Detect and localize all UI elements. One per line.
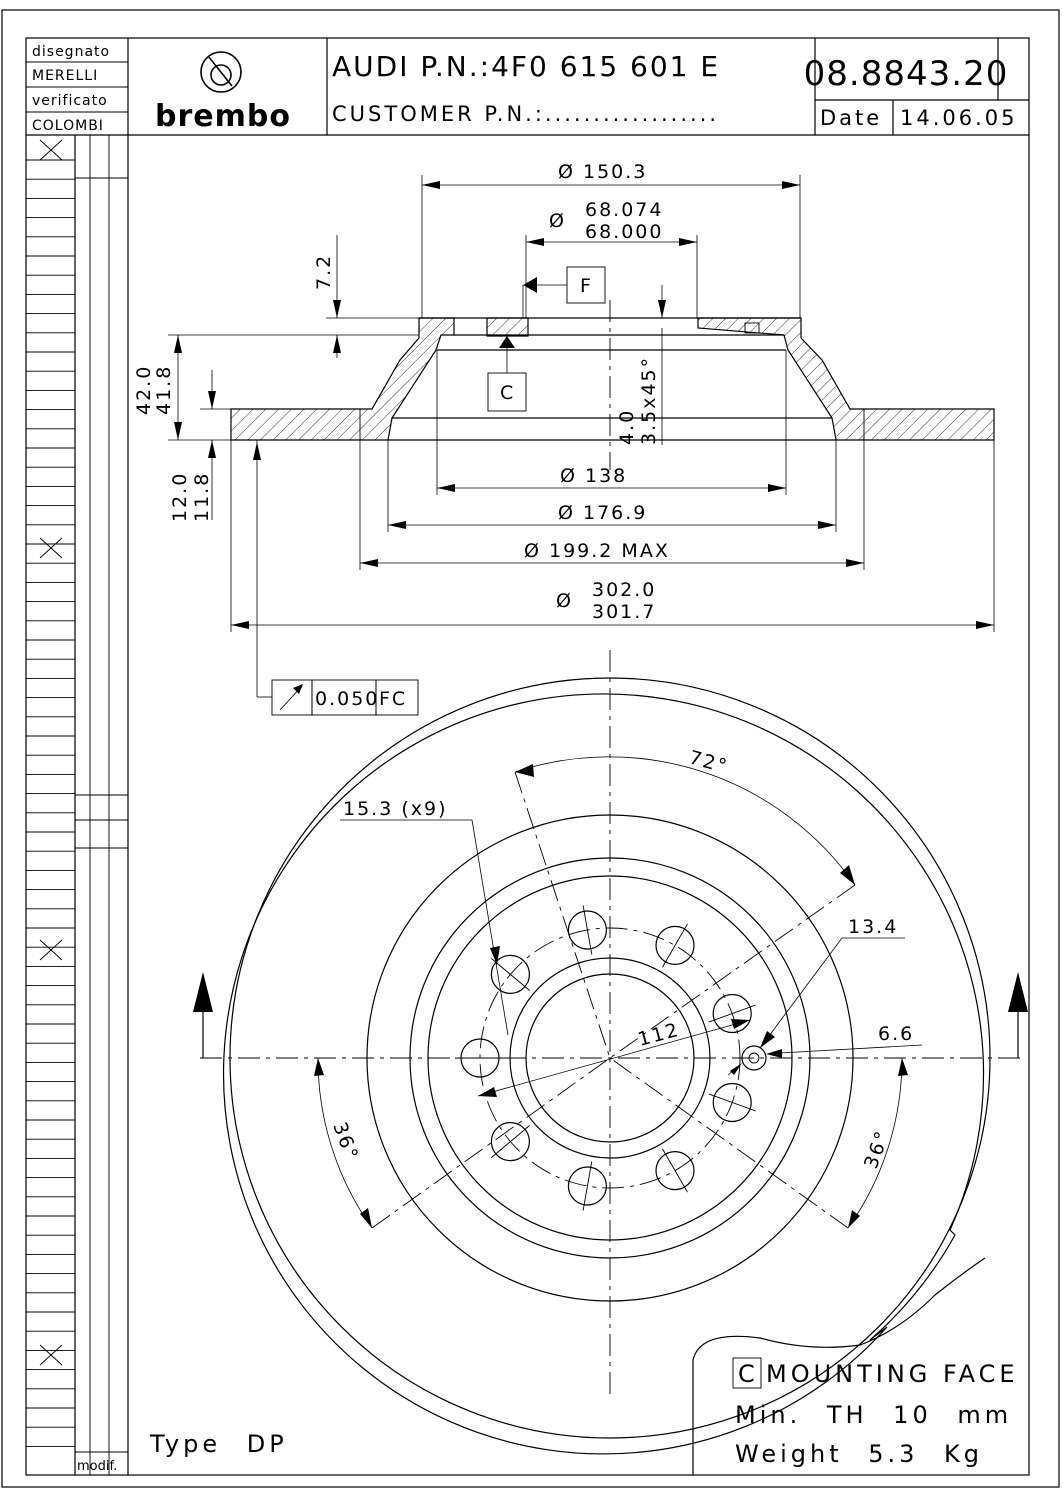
bolt-hole	[655, 925, 695, 966]
dim-thick-11-8: 11.8	[191, 472, 213, 522]
dim-chamfer-4-0: 4.0	[616, 409, 638, 445]
dim-thick-12-0: 12.0	[169, 472, 191, 522]
bolt-hole-centerline	[662, 1148, 688, 1193]
dim-dia-176-9: Ø 176.9	[558, 502, 647, 524]
notes-datum-c: C	[738, 1360, 759, 1388]
bolt-holes	[455, 905, 756, 1211]
bolt-hole-centerline	[708, 1093, 756, 1112]
dim-outer-max: 302.0	[592, 579, 656, 601]
bolt-hole-centerline	[582, 1161, 593, 1211]
angle-36-left: 36°	[328, 1119, 362, 1164]
bolt-hole	[712, 1082, 752, 1123]
title-block: disegnato MERELLI verificato COLOMBI bre…	[26, 38, 1029, 136]
hole-note-15-3: 15.3 (x9)	[343, 798, 448, 820]
bolt-hole-centerline	[582, 905, 593, 955]
dim-dia-138: Ø 138	[560, 465, 627, 487]
drawing-number: 08.8843.20	[804, 54, 1009, 94]
datum-f-label: F	[580, 275, 593, 297]
hole-small-13-4: 13.4	[848, 916, 898, 938]
dim-chamfer-3-5: 3.5x45°	[638, 356, 660, 445]
bolt-hole	[567, 1166, 608, 1206]
datum-c-label: C	[500, 382, 515, 404]
bolt-hole	[655, 1150, 695, 1191]
revision-column: modif.	[26, 135, 129, 1475]
brembo-logo: brembo	[155, 51, 291, 134]
plan-view: 72° 36° 36° 112 15.3 (x9) 13.4 6.6	[193, 650, 1028, 1455]
checked-by: COLOMBI	[32, 118, 104, 134]
section-profile-left	[230, 317, 455, 441]
disc-ring-176	[409, 857, 811, 1259]
bolt-hole-centerline	[491, 1125, 530, 1158]
disc-ring-hub-inner	[525, 973, 695, 1143]
notes-datum-box	[732, 1357, 762, 1389]
section-arrow-right	[1008, 972, 1028, 1058]
dim-dia-199-2-max: Ø 199.2 MAX	[524, 540, 670, 562]
dim-outer-min: 301.7	[592, 601, 656, 623]
dim-7-2: 7.2	[313, 254, 335, 290]
weight-label: Weight 5.3 Kg	[735, 1440, 983, 1468]
runout-value: 0.050	[315, 688, 379, 710]
mounting-face-label: MOUNTING FACE	[766, 1360, 1019, 1388]
min-thickness-label: Min. TH 10 mm	[735, 1401, 1012, 1429]
date-value: 14.06.05	[900, 106, 1018, 130]
bolt-hole	[712, 993, 752, 1034]
drawn-by: MERELLI	[32, 68, 98, 84]
dim-dia-150-3: Ø 150.3	[558, 161, 647, 183]
checked-label: verificato	[32, 93, 108, 109]
angle-72: 72°	[687, 747, 731, 779]
modif-label: modif.	[77, 1459, 117, 1474]
disc-outer-circle	[229, 677, 991, 1439]
dia-symbol-outer: Ø	[556, 590, 573, 612]
pcd-112: 112	[636, 1019, 683, 1051]
part-number: AUDI P.N.:4F0 615 601 E	[332, 50, 720, 83]
brand-logo-text: brembo	[155, 99, 291, 134]
disc-ring-hub-outer	[509, 957, 711, 1159]
runout-datum: FC	[379, 688, 407, 710]
inner-frame	[25, 37, 1030, 1476]
bolt-hole	[490, 954, 530, 995]
revision-cross-2	[39, 537, 63, 559]
disc-type-label: Type DP	[149, 1430, 288, 1458]
dia-symbol-bore: Ø	[549, 210, 566, 232]
disc-ring-199	[366, 814, 854, 1302]
angle-36-right: 36°	[860, 1127, 894, 1172]
revision-cross-1	[39, 139, 63, 161]
notes-boundary	[692, 1257, 986, 1475]
revision-cross-3	[39, 939, 63, 961]
dim-height-42-0: 42.0	[133, 365, 155, 415]
dim-bore-max: 68.074	[585, 199, 663, 221]
revision-cross-4	[39, 1344, 63, 1366]
dim-bore-min: 68.000	[585, 221, 663, 243]
disc-outer-edge	[223, 693, 985, 1455]
bolt-hole	[567, 910, 608, 950]
dim-height-41-8: 41.8	[153, 365, 175, 415]
section-arrow-left	[193, 972, 213, 1058]
bolt-hole	[490, 1121, 530, 1162]
outer-frame	[1, 9, 1060, 1488]
pin-hole-inner	[748, 1052, 760, 1064]
pin-dia-6-6: 6.6	[878, 1023, 914, 1045]
bolt-hole-centerline	[708, 1004, 756, 1023]
bolt-hole-centerline	[662, 923, 688, 968]
date-label: Date	[820, 106, 882, 130]
disc-ring-150	[427, 875, 793, 1241]
section-view: Ø 150.3 Ø 68.074 68.000 Ø 138 Ø 176.9 Ø …	[133, 161, 995, 716]
pin-hole	[741, 1045, 767, 1071]
section-hub-center	[486, 317, 529, 337]
drawn-label: disegnato	[32, 44, 110, 60]
notes-area: C MOUNTING FACE Min. TH 10 mm Weight 5.3…	[149, 1257, 1019, 1475]
customer-part-number: CUSTOMER P.N.:..................	[332, 102, 719, 126]
section-profile-right	[697, 317, 995, 441]
bolt-hole-centerline	[491, 958, 530, 991]
